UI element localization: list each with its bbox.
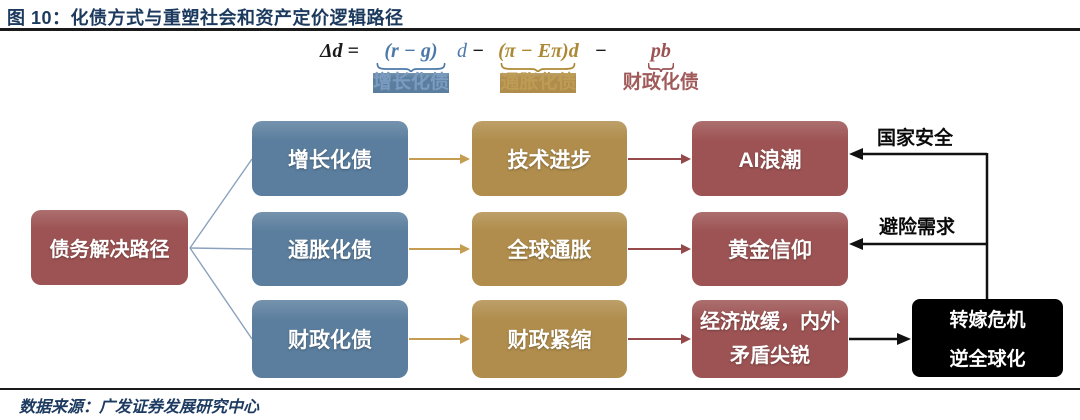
black-box-line2: 逆全球化 bbox=[949, 349, 1026, 370]
formula-growth-label: 增长化债 bbox=[372, 72, 449, 93]
method-box-fiscal: 财政化债 bbox=[252, 300, 408, 378]
formula-minus2: − bbox=[594, 40, 607, 62]
mechanism-box-tech-progress: 技术进步 bbox=[472, 121, 627, 196]
formula-growth-expr: (r − g) bbox=[384, 40, 438, 62]
outcome-line1: 经济放缓，内外 bbox=[700, 311, 840, 333]
title-divider bbox=[0, 28, 1080, 31]
debt-dynamics-formula: Δd = (r − g) 增长化债 d − (π − Eπ)d 通胀化债 − p… bbox=[320, 40, 699, 93]
underbrace-growth-icon bbox=[376, 63, 446, 72]
formula-lhs: Δd = bbox=[320, 40, 359, 62]
outcome-box-economic-slowdown: 经济放缓，内外 矛盾尖锐 bbox=[692, 300, 848, 378]
data-source-note: 数据来源：广发证券发展研究中心 bbox=[19, 399, 260, 416]
formula-inflation-expr: (π − Eπ)d bbox=[498, 40, 579, 62]
black-box-crisis-transfer: 转嫁危机 逆全球化 bbox=[912, 299, 1063, 377]
black-arrows bbox=[849, 148, 989, 345]
outcome-line2: 矛盾尖锐 bbox=[730, 345, 810, 367]
black-box-line1: 转嫁危机 bbox=[949, 310, 1026, 331]
gold-arrows bbox=[409, 154, 470, 344]
method-box-growth: 增长化债 bbox=[252, 121, 408, 196]
method-box-inflation: 通胀化债 bbox=[252, 212, 408, 286]
formula-growth-term: (r − g) 增长化债 bbox=[372, 40, 449, 93]
mechanism-box-global-inflation: 全球通胀 bbox=[472, 212, 627, 286]
outcome-box-ai-wave: AI浪潮 bbox=[692, 121, 848, 196]
formula-fiscal-label: 财政化债 bbox=[622, 72, 699, 93]
red-arrows bbox=[628, 154, 691, 344]
underbrace-inflation-icon bbox=[500, 63, 576, 72]
annotation-hedging-demand: 避险需求 bbox=[879, 217, 956, 238]
formula-inflation-term: (π − Eπ)d 通胀化债 bbox=[498, 40, 579, 93]
footer-divider bbox=[0, 388, 1080, 390]
outcome-box-gold-faith: 黄金信仰 bbox=[692, 212, 848, 286]
root-box-debt-resolution-path: 债务解决路径 bbox=[31, 210, 188, 285]
mechanism-box-fiscal-austerity: 财政紧缩 bbox=[472, 300, 627, 378]
formula-growth-tail: d − bbox=[456, 40, 485, 62]
fan-lines bbox=[189, 158, 253, 340]
annotation-national-security: 国家安全 bbox=[877, 128, 954, 149]
formula-fiscal-expr: pb bbox=[650, 40, 671, 62]
formula-fiscal-term: pb 财政化债 bbox=[623, 40, 699, 93]
figure-title: 图 10：化债方式与重塑社会和资产定价逻辑路径 bbox=[7, 8, 404, 28]
formula-inflation-label: 通胀化债 bbox=[500, 72, 577, 93]
underbrace-fiscal-icon bbox=[648, 63, 674, 72]
